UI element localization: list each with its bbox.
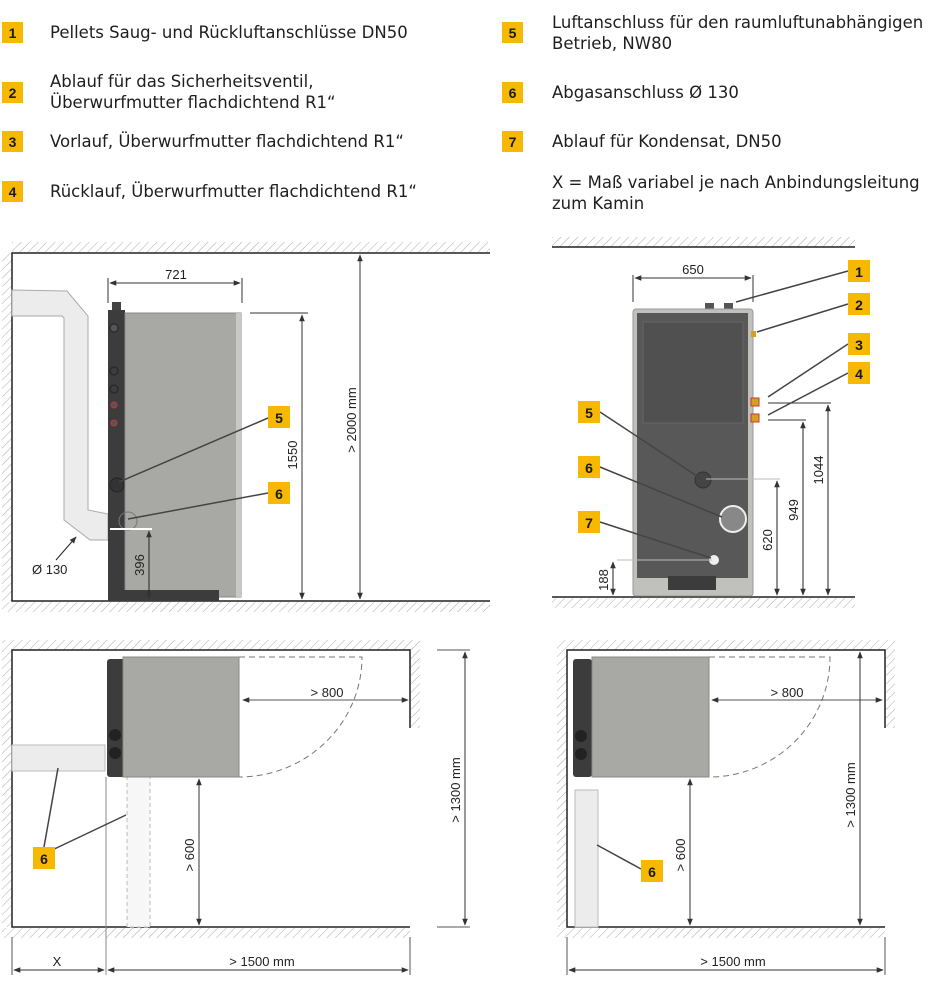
dim-620: 620 xyxy=(760,529,775,551)
top-view-right: > 800 > 600 > 1300 mm > 1500 mm 6 xyxy=(557,640,895,975)
badge: 4 xyxy=(2,181,23,202)
boiler-base xyxy=(110,590,219,601)
legend-item-5: 5 xyxy=(502,22,523,43)
legend-text: Abgasanschluss Ø 130 xyxy=(552,83,739,102)
legend-item-3: 3 xyxy=(2,131,23,152)
flue-pipe xyxy=(574,789,599,928)
callout-6-label: 6 xyxy=(585,460,593,476)
badge: 6 xyxy=(502,82,523,103)
legend-item-7: 7 xyxy=(502,131,523,152)
room-outline xyxy=(566,649,886,928)
dim-height: 1550 xyxy=(285,441,300,470)
boiler-rear xyxy=(107,659,125,777)
wall-hatch xyxy=(2,253,12,601)
boiler-rear-panel xyxy=(108,310,125,601)
callout-1-label: 1 xyxy=(855,264,863,280)
callout-6-label: 6 xyxy=(648,864,656,880)
legend-item-6: 6 xyxy=(502,82,523,103)
legend-item-1: 1 xyxy=(2,22,23,43)
top-view-left: > 800 > 600 > 1300 mm X > 1500 mm 6 xyxy=(2,640,470,975)
boiler-body xyxy=(122,656,240,778)
badge: 2 xyxy=(2,82,23,103)
callout-3-label: 3 xyxy=(855,337,863,353)
callout-2-label: 2 xyxy=(855,297,863,313)
callout-6 xyxy=(268,482,290,504)
dim-depth: > 1300 mm xyxy=(448,757,463,822)
dim-door-clearance: > 800 xyxy=(771,685,804,700)
door-swing xyxy=(238,656,363,778)
boiler-rear xyxy=(573,659,592,777)
callout-7-label: 7 xyxy=(585,515,593,531)
side-view: 721 1550 > 2000 mm 396 Ø 130 5 6 xyxy=(2,242,490,612)
ceiling-hatch xyxy=(12,242,490,252)
badge: 3 xyxy=(2,131,23,152)
dim-width: 650 xyxy=(682,262,704,277)
legend-text: Vorlauf, Überwurfmutter flachdichtend R1… xyxy=(50,132,404,151)
legend-text: Luftanschluss für den raumluftunabhängig… xyxy=(552,13,924,32)
rear-view: 650 188 620 949 1044 1 2 3 4 5 6 7 xyxy=(552,237,870,608)
callout-5-label: 5 xyxy=(275,410,283,426)
rear-panel xyxy=(642,321,744,424)
dim-exhaust-height: 396 xyxy=(132,554,147,576)
floor-hatch xyxy=(2,602,490,612)
badge: 1 xyxy=(2,22,23,43)
legend-item-2: 2 xyxy=(2,82,23,103)
flue-pipe-alt xyxy=(126,776,151,928)
dim-949: 949 xyxy=(786,499,801,521)
badge: 7 xyxy=(502,131,523,152)
note-text: zum Kamin xyxy=(552,194,645,213)
badge: 5 xyxy=(502,22,523,43)
dim-room-height: > 2000 mm xyxy=(344,387,359,452)
legend-text: Überwurfmutter flachdichtend R1“ xyxy=(50,93,336,112)
dim-front-clearance: > 600 xyxy=(673,839,688,872)
flue-pipe xyxy=(11,744,106,772)
callout-6-label: 6 xyxy=(275,486,283,502)
pipe-diameter-label: Ø 130 xyxy=(32,562,67,577)
callout-5-label: 5 xyxy=(585,405,593,421)
dim-length: > 1500 mm xyxy=(229,954,294,969)
dim-front-clearance: > 600 xyxy=(182,839,197,872)
legend-item-4: 4 xyxy=(2,181,23,202)
boiler-door-edge xyxy=(236,313,241,597)
legend-text: Betrieb, NW80 xyxy=(552,34,673,53)
dim-1044: 1044 xyxy=(811,456,826,485)
legend-text: Rücklauf, Überwurfmutter flachdichtend R… xyxy=(50,182,417,201)
room-outline xyxy=(11,252,490,602)
dim-188: 188 xyxy=(596,569,611,591)
callout-4-label: 4 xyxy=(855,366,863,382)
top-connector xyxy=(112,302,121,312)
callout-6-label: 6 xyxy=(40,851,48,867)
flue-pipe xyxy=(11,289,109,541)
note-text: X = Maß variabel je nach Anbindungsleitu… xyxy=(552,173,920,192)
callout-5 xyxy=(268,406,290,428)
legend-text: Pellets Saug- und Rückluftanschlüsse DN5… xyxy=(50,23,408,42)
legend-text: Ablauf für Kondensat, DN50 xyxy=(552,132,782,151)
boiler-body xyxy=(591,656,710,778)
dim-length: > 1500 mm xyxy=(700,954,765,969)
dim-depth: > 1300 mm xyxy=(843,762,858,827)
dim-width: 721 xyxy=(165,267,187,282)
dim-x: X xyxy=(53,954,62,969)
door-swing xyxy=(708,656,831,778)
legend-text: Ablauf für das Sicherheitsventil, xyxy=(50,72,314,91)
dim-door-clearance: > 800 xyxy=(311,685,344,700)
